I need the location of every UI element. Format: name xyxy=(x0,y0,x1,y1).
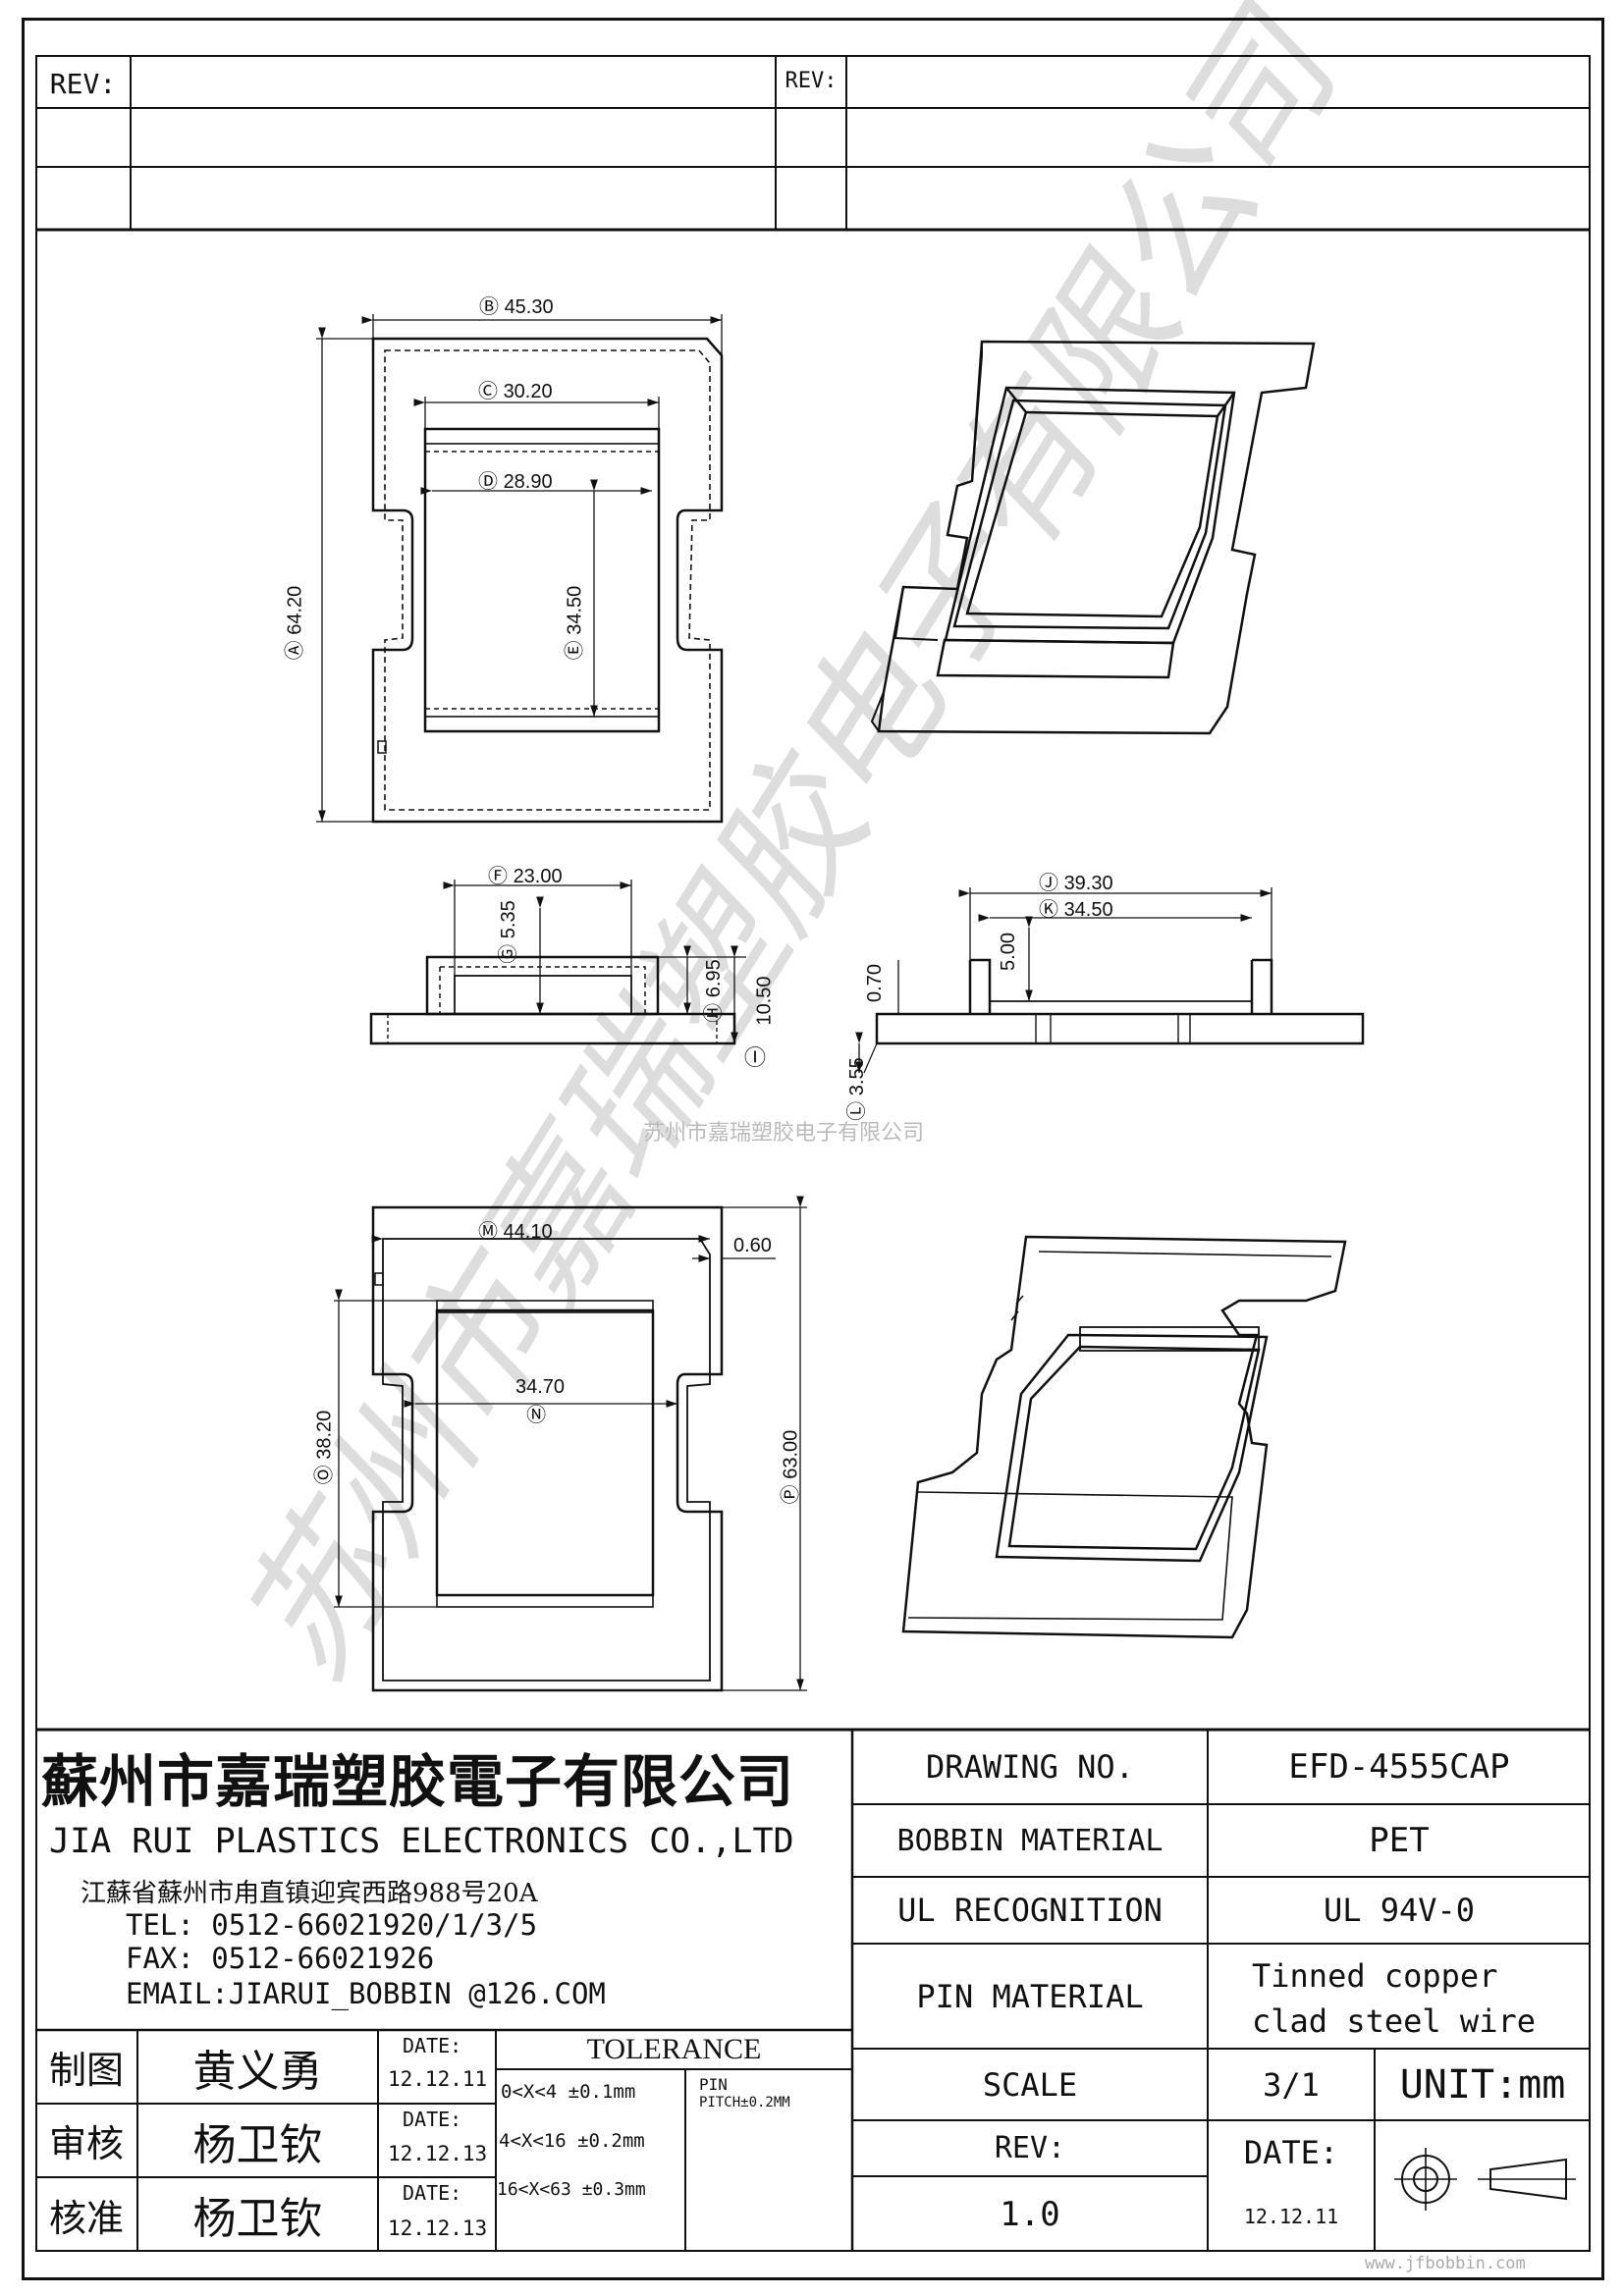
isometric-view-bottom xyxy=(901,1235,1347,1639)
inner-border xyxy=(35,55,1591,2252)
dim-J2-value: 5.00 xyxy=(997,933,1019,971)
company-address: 江蘇省蘇州市甪直镇迎宾西路988号20A xyxy=(81,1879,538,1908)
top-view xyxy=(316,314,724,824)
tolerance-row-2: 4<X<16 ±0.2mm xyxy=(499,2130,645,2152)
dim-I: Ⓘ xyxy=(744,1045,767,1070)
rev-label-left: REV: xyxy=(49,67,117,100)
dim-K: Ⓚ 34.50 xyxy=(1039,899,1113,921)
approval-role-3: 核准 xyxy=(48,2196,124,2240)
dim-H: Ⓗ 6.95 xyxy=(702,959,725,1023)
dim-J3-value: 0.70 xyxy=(863,964,886,1002)
approval-name-2: 杨卫钦 xyxy=(192,2119,323,2170)
dim-D: Ⓓ 28.90 xyxy=(478,471,553,493)
dim-G-value: 5.35 xyxy=(497,900,519,939)
approval-date-label-2: DATE: xyxy=(403,2108,462,2131)
drawing-no-value: EFD-4555CAP xyxy=(1288,1747,1510,1787)
dim-M2: 0.60 xyxy=(733,1235,772,1257)
bobbin-material-value: PET xyxy=(1369,1821,1430,1860)
company-email: EMAIL:JIARUI_BOBBIN @126.COM xyxy=(126,1977,606,2010)
dim-M: Ⓜ 44.10 xyxy=(478,1221,553,1243)
dim-L: Ⓛ 3.55 xyxy=(845,1057,868,1121)
dim-F-value: 23.00 xyxy=(513,866,563,887)
dim-L-value: 3.55 xyxy=(845,1057,868,1096)
tolerance-row-3: 16<X<63 ±0.3mm xyxy=(497,2179,646,2200)
tolerance-row-1: 0<X<4 ±0.1mm xyxy=(501,2081,636,2103)
pin-material-line2: clad steel wire xyxy=(1252,2002,1536,2040)
scale-value: 3/1 xyxy=(1263,2065,1320,2104)
dim-N-value: 34.70 xyxy=(515,1376,566,1398)
dim-E: Ⓔ 34.50 xyxy=(564,585,586,661)
tolerance-title: TOLERANCE xyxy=(586,2033,762,2065)
ul-recognition-label: UL RECOGNITION xyxy=(897,1892,1163,1929)
dim-D-value: 28.90 xyxy=(503,471,553,493)
ul-recognition-value: UL 94V-0 xyxy=(1323,1892,1476,1929)
tolerance-pin-label: PIN xyxy=(699,2075,728,2094)
dim-E-value: 34.50 xyxy=(564,585,586,635)
bottom-view xyxy=(334,1196,807,1692)
dim-M2-value: 0.60 xyxy=(733,1235,772,1256)
dim-O-value: 38.20 xyxy=(313,1410,336,1460)
company-tel: TEL: 0512-66021920/1/3/5 xyxy=(126,1908,538,1942)
isometric-view-top xyxy=(870,340,1316,735)
date-value: 12.12.11 xyxy=(1243,2204,1339,2228)
pin-material-line1: Tinned copper xyxy=(1252,1957,1498,1995)
drawing-no-label: DRAWING NO. xyxy=(926,1748,1134,1786)
dim-J2: 5.00 xyxy=(998,933,1020,971)
dim-F: Ⓕ 23.00 xyxy=(488,866,563,887)
unit-label: UNIT:mm xyxy=(1399,2061,1566,2108)
approval-date-2: 12.12.13 xyxy=(388,2142,488,2165)
approval-role-1: 制图 xyxy=(48,2049,124,2092)
approval-name-3: 杨卫钦 xyxy=(192,2194,323,2244)
dim-J3: 0.70 xyxy=(864,964,887,1002)
approval-date-3: 12.12.13 xyxy=(388,2216,488,2240)
approval-date-label-1: DATE: xyxy=(403,2034,462,2057)
approval-role-2: 审核 xyxy=(48,2122,124,2165)
title-block-grid xyxy=(35,1728,1591,2252)
dim-J-value: 39.30 xyxy=(1063,873,1113,894)
dim-A-value: 64.20 xyxy=(284,585,306,635)
dim-C: Ⓒ 30.20 xyxy=(478,381,553,402)
approval-date-label-3: DATE: xyxy=(403,2181,462,2205)
watermark-url: www.jfbobbin.com xyxy=(1365,2254,1526,2273)
rev-label-right: REV: xyxy=(785,68,838,93)
dim-P-value: 63.00 xyxy=(780,1429,802,1479)
dim-B: Ⓑ 45.30 xyxy=(479,296,554,318)
approval-date-1: 12.12.11 xyxy=(388,2067,488,2091)
dim-P: Ⓟ 63.00 xyxy=(780,1429,802,1505)
rev-value: 1.0 xyxy=(1000,2194,1060,2234)
dim-H2: 10.50 xyxy=(754,976,777,1025)
dim-O: Ⓞ 38.20 xyxy=(313,1410,336,1485)
dim-N: 34.70 Ⓝ xyxy=(515,1376,566,1426)
pin-material-value: Tinned copper clad steel wire xyxy=(1252,1953,1536,2044)
dim-H-value: 6.95 xyxy=(702,959,725,998)
dim-G: Ⓖ 5.35 xyxy=(497,900,519,964)
company-fax: FAX: 0512-66021926 xyxy=(126,1942,435,1975)
approval-name-1: 黄义勇 xyxy=(192,2046,323,2097)
date-label: DATE: xyxy=(1243,2133,1339,2171)
bobbin-material-label: BOBBIN MATERIAL xyxy=(896,1823,1164,1858)
tolerance-pin-pitch: PITCH±0.2MM xyxy=(699,2095,790,2110)
pin-material-label: PIN MATERIAL xyxy=(916,1977,1144,2015)
company-name-cn: 蘇州市嘉瑞塑胶電子有限公司 xyxy=(41,1748,795,1815)
dim-C-value: 30.20 xyxy=(503,381,553,402)
dim-K-value: 34.50 xyxy=(1063,899,1113,921)
dim-A: Ⓐ 64.20 xyxy=(284,585,306,661)
watermark-center-text: 苏州市嘉瑞塑胶电子有限公司 xyxy=(643,1121,925,1146)
scale-label: SCALE xyxy=(982,2065,1078,2104)
company-name-en: JIA RUI PLASTICS ELECTRONICS CO.,LTD xyxy=(49,1822,794,1861)
dim-B-value: 45.30 xyxy=(504,296,554,318)
dim-M-value: 44.10 xyxy=(503,1221,553,1243)
rev-label: REV: xyxy=(994,2131,1066,2165)
dim-J: Ⓙ 39.30 xyxy=(1039,873,1113,894)
side-view-right xyxy=(855,887,1365,1074)
outer-border xyxy=(22,18,1604,2280)
dim-H2-value: 10.50 xyxy=(753,976,776,1026)
side-view-left xyxy=(369,880,746,1045)
